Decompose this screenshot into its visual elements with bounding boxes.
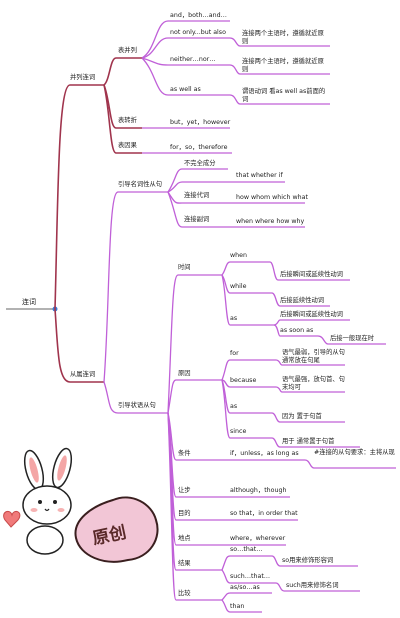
reason-as-note: 因为 置于句首 xyxy=(282,413,322,420)
node-transition: 表转折 xyxy=(118,117,137,124)
noun-clause-pronouns-label: 连接代词 xyxy=(184,192,210,199)
parallel-item-2: not only...but also xyxy=(170,29,226,36)
reason-for-note: 语气最弱，引导的从句通常放在句尾 xyxy=(282,349,345,364)
place-item: where，wherever xyxy=(230,535,286,542)
result-so-that: so…that… xyxy=(230,546,263,553)
reason-because: because xyxy=(230,377,257,384)
original-badge xyxy=(74,496,159,563)
transition-item: but，yet，however xyxy=(170,119,231,126)
time-as-soon-as: as soon as xyxy=(280,327,314,334)
parallel-item-2-note: 连接两个主语时，遵循就近原则 xyxy=(242,30,324,45)
purpose-item: so that，in order that xyxy=(230,510,298,517)
parallel-item-1: and，both…and… xyxy=(170,12,227,19)
reason-because-note: 语气最强，放句首、句末均可 xyxy=(282,376,345,391)
reason-since: since xyxy=(230,428,247,435)
reason-since-note: 用于 通常置于句首 xyxy=(282,438,335,445)
reason-for: for xyxy=(230,350,239,357)
concession-item: although，though xyxy=(230,487,287,494)
time-as-note: 后接瞬间或延续性动词 xyxy=(280,311,343,318)
node-concession: 让步 xyxy=(178,487,191,494)
result-such-that: such…that… xyxy=(230,573,271,580)
node-reason: 原因 xyxy=(178,370,191,377)
result-such-that-note: such用来修饰名词 xyxy=(286,582,339,589)
branch-subordinating: 从属连词 xyxy=(70,371,96,378)
node-condition: 条件 xyxy=(178,450,191,457)
node-place: 地点 xyxy=(178,535,191,542)
time-while: while xyxy=(230,283,247,290)
parallel-item-3: neither…nor… xyxy=(170,56,216,63)
node-purpose: 目的 xyxy=(178,510,191,517)
parallel-item-4: as well as xyxy=(170,86,201,93)
comparison-as-so-as: as/so…as xyxy=(230,584,260,591)
time-as: as xyxy=(230,315,238,322)
cause-effect-item: for，so，therefore xyxy=(170,144,228,151)
sub-branches xyxy=(103,20,396,613)
node-time: 时间 xyxy=(178,264,191,271)
condition-note: #连接的从句要求：主将从现 xyxy=(314,449,395,456)
rabbit-illustration xyxy=(3,447,73,555)
root-label: 连词 xyxy=(22,298,36,306)
time-as-soon-as-note: 后接一般现在时 xyxy=(330,335,375,342)
comparison-than: than xyxy=(230,603,245,610)
time-when: when xyxy=(230,252,248,259)
noun-clause-that: that whether if xyxy=(236,172,283,179)
node-adverbial-clause: 引导状语从句 xyxy=(118,402,156,409)
noun-clause-adverbs-label: 连接副词 xyxy=(184,216,210,223)
reason-as: as xyxy=(230,403,238,410)
node-comparison: 比较 xyxy=(178,590,191,597)
parallel-item-4-note: 谓语动词 看as well as前面的词 xyxy=(242,88,326,103)
node-parallel: 表并列 xyxy=(118,47,137,54)
noun-clause-adverbs: when where how why xyxy=(236,218,305,225)
node-result: 结果 xyxy=(178,560,191,567)
condition-item: if，unless，as long as xyxy=(230,450,299,457)
main-branches xyxy=(54,57,142,383)
result-so-that-note: so用来修饰形容词 xyxy=(282,557,334,564)
noun-clause-incomplete: 不完全成分 xyxy=(184,160,216,167)
parallel-item-3-note: 连接两个主语时，遵循就近原则 xyxy=(242,58,324,73)
noun-clause-pronouns: how whom which what xyxy=(236,194,308,201)
node-noun-clause: 引导名词性从句 xyxy=(118,181,163,188)
time-while-note: 后接延续性动词 xyxy=(280,297,325,304)
node-cause-effect: 表因果 xyxy=(118,142,137,149)
time-when-note: 后接瞬间或延续性动词 xyxy=(280,271,343,278)
branch-coordinating: 并列连词 xyxy=(70,74,96,81)
